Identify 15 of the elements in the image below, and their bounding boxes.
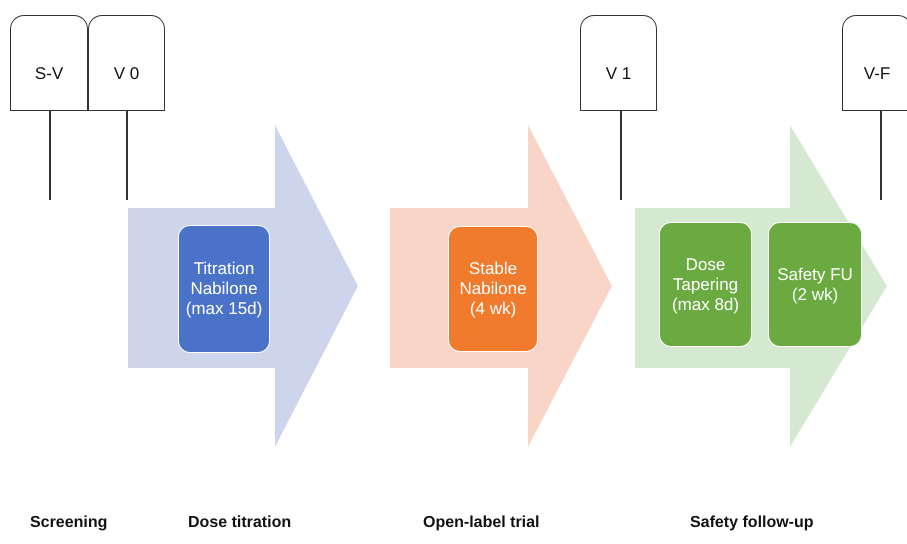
phase-band [635,125,887,447]
phase-label: Screening [30,514,108,532]
phase-box: Stable Nabilone (4 wk) [448,226,538,352]
phase-band [390,125,612,447]
phase-box: Dose Tapering (max 8d) [659,222,752,347]
phase-label: Safety follow-up [690,514,814,532]
visit-marker: S-V [10,15,88,111]
visit-marker: V 0 [88,15,165,111]
visit-marker: V 1 [580,15,657,111]
phase-box: Safety FU (2 wk) [768,222,862,347]
visit-marker: V-F [842,15,907,111]
phase-box: Titration Nabilone (max 15d) [178,225,270,353]
phase-label: Open-label trial [423,514,540,532]
phase-band [128,125,358,447]
phase-label: Dose titration [188,514,292,532]
